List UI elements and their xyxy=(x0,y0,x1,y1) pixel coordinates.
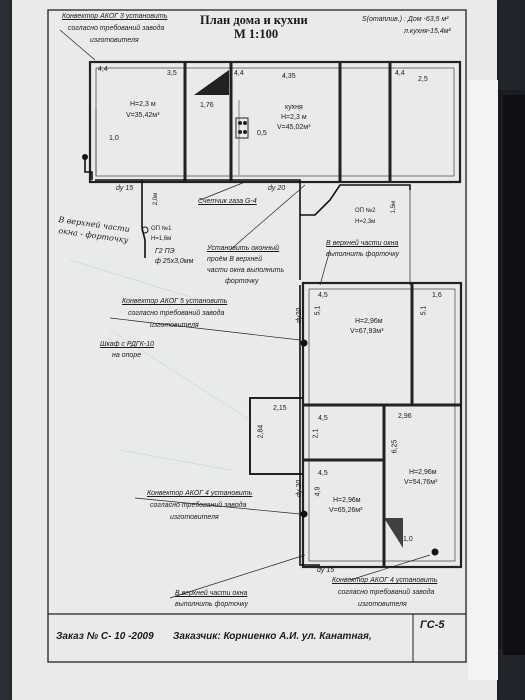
convector-bl-line3: изготовителя xyxy=(170,514,219,521)
window-note-3: части окна выполнить xyxy=(207,267,285,274)
porch-wall xyxy=(249,397,304,475)
upper-window-right-1: В верхней части окна xyxy=(326,240,399,247)
window-note-4: форточку xyxy=(225,278,259,285)
dim-2-1: 2,1 xyxy=(312,428,320,439)
cabinet-label: Шкаф с РДГК-10 xyxy=(100,341,154,348)
big-room-volume: V=67,93м³ xyxy=(350,328,384,335)
dim-0-5: 0,5 xyxy=(257,130,267,137)
sheet-number: ГС-5 xyxy=(420,619,445,631)
dim-6-25: 6,25 xyxy=(391,439,399,454)
convector-top-line1: Конвектор АКОГ 3 установить xyxy=(62,13,168,20)
dim-1-0b: 1,0 xyxy=(403,536,413,543)
convector-top-line3: изготовителя xyxy=(90,37,139,44)
dim-3-5: 3,5 xyxy=(167,70,177,77)
lower-left-height: Н=2,96м xyxy=(333,497,361,504)
gas-meter-label: Счетчик газа G-4 xyxy=(198,198,257,205)
sheet-frame xyxy=(47,9,467,663)
lower-right-volume: V=54,76м³ xyxy=(404,479,438,486)
kitchen-name: кухня xyxy=(285,104,303,111)
dim-1-6: 1,6 xyxy=(432,292,442,299)
dim-4-35: 4,35 xyxy=(282,73,296,80)
big-room-height: Н=2,96м xyxy=(355,318,383,325)
dim-dy20-top: dy 20 xyxy=(268,185,286,192)
convector-mid-line1: Конвектор АКОГ 5 установить xyxy=(122,298,228,305)
lower-left-volume: V=65,26м³ xyxy=(329,507,363,514)
dim-2-96: 2,96 xyxy=(398,413,412,420)
plan-scale: М 1:100 xyxy=(234,27,279,41)
convector-top-line2: согласно требований завода xyxy=(68,25,165,32)
document-page xyxy=(12,0,497,700)
dim-dy15-top: dy 15 xyxy=(116,185,134,192)
order-number: Заказ № С- 10 -2009 xyxy=(56,631,154,642)
convector-br-line1: Конвектор АКОГ 4 установить xyxy=(332,577,438,584)
plan-title: План дома и кухни xyxy=(200,13,308,27)
dim-4-9: 4,9 xyxy=(314,486,322,497)
upper-window-right-2: выполнить форточку xyxy=(326,251,400,258)
page-edge xyxy=(468,80,498,680)
dim-4-5a: 4,5 xyxy=(318,292,328,299)
dim-4-5b: 4,5 xyxy=(318,415,328,422)
window-note-2: проём В верхней xyxy=(207,256,263,263)
op1-height: Н=1,6м xyxy=(151,236,172,242)
convector-br-line2: согласно требований завода xyxy=(338,589,435,596)
stair-symbol xyxy=(194,70,229,95)
pipe-spec2: ф 25х3,0мм xyxy=(155,258,194,265)
upper-window-bottom-2: выполнить форточку xyxy=(175,601,249,608)
window-note-1: Установить оконный xyxy=(207,245,280,252)
dim-4-4c: 4,4 xyxy=(395,70,405,77)
convector-br-line3: изготовителя xyxy=(358,601,407,608)
room1-volume: V=35,42м³ xyxy=(126,112,160,119)
pipe-spec1: Г2 ПЭ xyxy=(155,248,175,255)
dim-4-4a: 4,4 xyxy=(98,66,108,73)
area-kitchen: л.кухня-15,4м² xyxy=(404,28,451,35)
dim-5-1a: 5,1 xyxy=(314,305,322,316)
upper-window-bottom-1: В верхней части окна xyxy=(175,590,248,597)
area-heated: S(отаплив.) : Дом -63,5 м² xyxy=(362,16,449,23)
dim-dy20-low: dy 20 xyxy=(296,479,304,498)
dim-dy15-bottom: dy 15 xyxy=(317,567,335,574)
house-outer-wall xyxy=(88,60,462,184)
addition-outer-wall xyxy=(301,281,463,569)
background-object-shadow xyxy=(503,95,525,655)
op2-height: Н=2,3м xyxy=(355,219,376,225)
room1-height: Н=2,3 м xyxy=(130,101,156,108)
op1-label: ОП №1 xyxy=(151,226,172,232)
convector-mid-line3: изготовителя xyxy=(150,322,199,329)
dim-1-0: 1,0 xyxy=(109,135,119,142)
dim-4-4b: 4,4 xyxy=(234,70,244,77)
dim-5-1b: 5,1 xyxy=(420,305,428,316)
customer: Заказчик: Корниенко А.И. ул. Канатная, xyxy=(173,631,372,642)
convector-mid-line2: согласно требований завода xyxy=(128,310,225,317)
op2-label: ОП №2 xyxy=(355,208,376,214)
dim-4-5c: 4,5 xyxy=(318,470,328,477)
cabinet-support: на опоре xyxy=(112,352,142,359)
dim-1-76: 1,76 xyxy=(200,102,214,109)
dim-2-0m: 2,0м xyxy=(153,192,160,206)
dim-dy20-mid: dy20 xyxy=(296,307,304,324)
dim-2-15: 2,15 xyxy=(273,405,287,412)
dim-1-5m: 1,5м xyxy=(391,200,398,214)
kitchen-volume: V=45,02м³ xyxy=(277,124,311,131)
dim-2-84: 2,84 xyxy=(257,424,265,439)
dim-2-5: 2,5 xyxy=(418,76,428,83)
lower-right-height: Н=2,96м xyxy=(409,469,437,476)
kitchen-height: Н=2,3 м xyxy=(281,114,307,121)
convector-bl-line2: согласно требований завода xyxy=(150,502,247,509)
convector-bl-line1: Конвектор АКОГ 4 установить xyxy=(147,490,253,497)
